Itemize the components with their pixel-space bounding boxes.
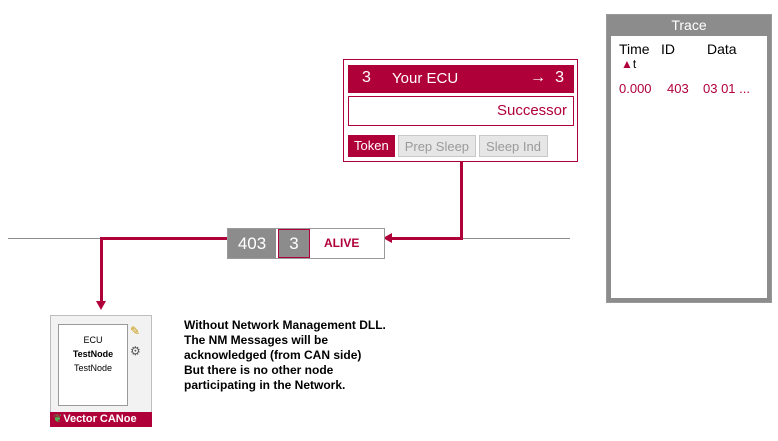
node-name: TestNode [72, 349, 114, 359]
message-separator [276, 229, 279, 258]
column-header-id[interactable]: ID [661, 41, 675, 57]
wire-ecu-to-message [392, 237, 463, 240]
nm-state-tabs: Token Prep Sleep Sleep Ind [348, 135, 548, 157]
description-line-1: Without Network Management DLL. [184, 318, 386, 332]
description-line-3: acknowledged (from CAN side) [184, 348, 362, 362]
ecu-node-number: 3 [362, 69, 371, 86]
successor-label: Successor [496, 102, 567, 119]
canoe-label: ❦Vector CANoe [50, 412, 152, 427]
ecu-panel: 3 Your ECU → 3 Successor Token Prep Slee… [343, 59, 578, 162]
column-header-data[interactable]: Data [707, 41, 737, 57]
gear-icon[interactable]: ⚙ [130, 344, 141, 358]
trace-cell-time: 0.000 [619, 81, 652, 96]
wire-node-down [100, 237, 103, 302]
node-type: ECU [83, 335, 103, 345]
sort-indicator: ▲t [621, 57, 636, 71]
canoe-label-text: Vector CANoe [63, 413, 137, 425]
sort-label: t [632, 57, 637, 71]
message-state: ALIVE [324, 236, 360, 250]
ecu-header: 3 Your ECU → 3 [348, 65, 574, 93]
tab-token[interactable]: Token [348, 135, 395, 157]
successor-arrow-icon: → [530, 69, 546, 86]
canoe-node-block[interactable]: ECU TestNode TestNode ✎ ⚙ [50, 315, 152, 413]
trace-title: Trace [671, 17, 707, 33]
tab-prep-sleep[interactable]: Prep Sleep [397, 135, 477, 157]
sort-arrow-icon: ▲ [621, 57, 633, 71]
successor-field: Successor [348, 96, 574, 126]
arrow-into-message-icon [383, 233, 392, 243]
node-name-secondary: TestNode [73, 363, 113, 373]
description-line-2: The NM Messages will be [184, 333, 329, 347]
ecu-name: Your ECU [392, 70, 459, 87]
description-line-5: participating in the Network. [184, 378, 346, 392]
leaf-icon: ❦ [53, 413, 63, 425]
trace-table: Time ID Data ▲t 0.000 403 03 01 ... [611, 36, 767, 298]
message-id: 403 [228, 229, 276, 258]
arrow-into-node-icon [96, 301, 106, 310]
wire-ecu-down [460, 160, 463, 239]
trace-window: Trace Time ID Data ▲t 0.000 403 03 01 ..… [606, 14, 772, 303]
wire-message-to-node [100, 237, 228, 240]
trace-cell-id: 403 [667, 81, 689, 96]
node-face: ECU TestNode TestNode [58, 324, 128, 406]
column-header-time[interactable]: Time [619, 41, 650, 57]
pencil-icon[interactable]: ✎ [130, 324, 141, 338]
trace-cell-data: 03 01 ... [703, 81, 750, 96]
message-node-number: 3 [278, 229, 310, 258]
successor-number: 3 [555, 69, 564, 86]
description-line-4: But there is no other node [184, 363, 334, 377]
nm-message: 403 3 ALIVE [227, 228, 385, 259]
tab-sleep-ind[interactable]: Sleep Ind [479, 135, 548, 157]
